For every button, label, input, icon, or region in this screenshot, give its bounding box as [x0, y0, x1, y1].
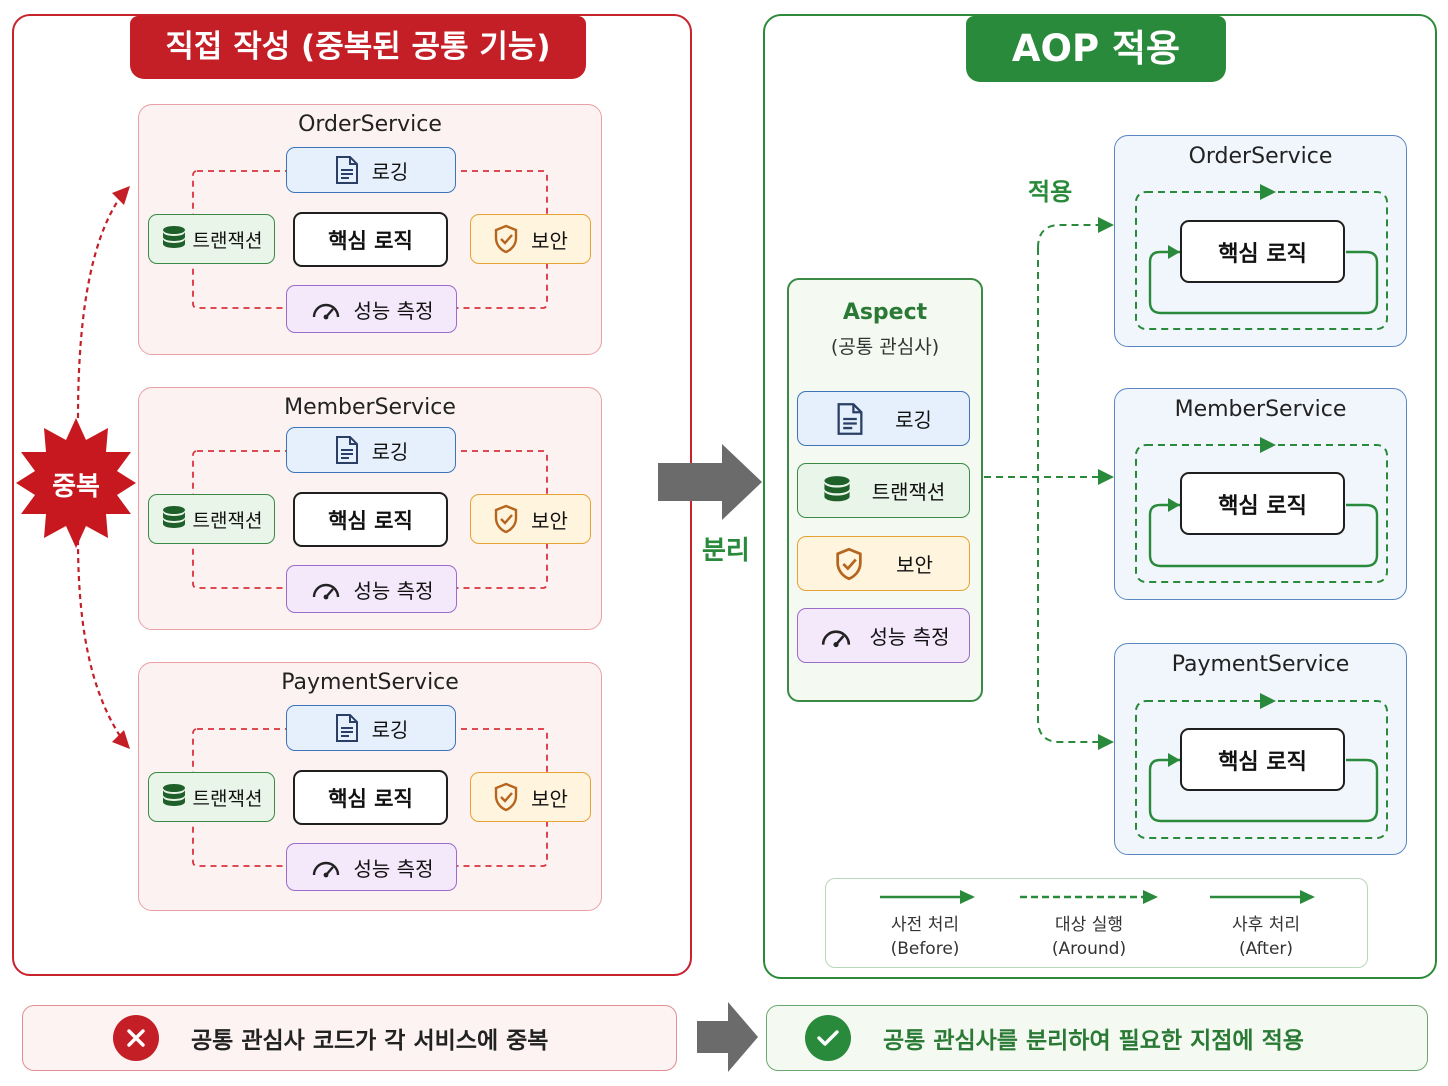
chip-logging: 로깅	[286, 427, 456, 473]
bottom-problem-text: 공통 관심사 코드가 각 서비스에 중복	[191, 1028, 549, 1054]
error-x-icon	[113, 1015, 159, 1061]
chip-security: 보안	[470, 494, 591, 544]
legend-around: 대상 실행 (Around)	[1051, 915, 1127, 959]
chip-core-logic: 핵심 로직	[293, 492, 448, 547]
document-icon	[837, 402, 863, 435]
document-icon	[335, 714, 358, 742]
database-icon	[162, 506, 185, 528]
chip-transaction: 트랜잭션	[148, 214, 275, 264]
aspect-subtitle: (공통 관심사)	[830, 336, 940, 358]
service-title: PaymentService	[281, 670, 459, 695]
chip-security: 보안	[470, 214, 591, 264]
service-title: MemberService	[1174, 397, 1347, 422]
aspect-chip-performance: 성능 측정	[797, 608, 970, 663]
target-core-logic: 핵심 로직	[1180, 472, 1345, 535]
chip-performance: 성능 측정	[286, 565, 457, 613]
chip-performance: 성능 측정	[286, 843, 457, 891]
separate-label: 분리	[702, 536, 750, 566]
left-banner: 직접 작성 (중복된 공통 기능)	[130, 16, 586, 79]
apply-label: 적용	[1028, 178, 1073, 206]
chip-logging: 로깅	[286, 705, 456, 751]
service-title: OrderService	[298, 112, 442, 137]
gauge-icon	[312, 583, 339, 600]
gauge-icon	[821, 629, 850, 647]
aspect-chip-logging: 로깅	[797, 391, 970, 446]
chip-transaction: 트랜잭션	[148, 494, 275, 544]
chip-security: 보안	[470, 772, 591, 822]
service-title: MemberService	[284, 395, 456, 420]
gauge-icon	[312, 303, 339, 320]
shield-icon	[494, 782, 518, 812]
chip-logging: 로깅	[286, 147, 456, 193]
chip-core-logic: 핵심 로직	[293, 770, 448, 825]
duplicate-badge-label: 중복	[52, 472, 100, 502]
service-title: OrderService	[1188, 144, 1333, 169]
bottom-solution-box: 공통 관심사를 분리하여 필요한 지점에 적용	[766, 1005, 1428, 1071]
chip-performance: 성능 측정	[286, 285, 457, 333]
database-icon	[162, 226, 185, 248]
legend-before: 사전 처리 (Before)	[890, 915, 960, 959]
chip-transaction: 트랜잭션	[148, 772, 275, 822]
aspect-chip-transaction: 트랜잭션	[797, 463, 970, 518]
bottom-problem-box: 공통 관심사 코드가 각 서비스에 중복	[22, 1005, 677, 1071]
chip-core-logic: 핵심 로직	[293, 212, 448, 267]
document-icon	[335, 156, 358, 184]
legend: 사전 처리 (Before) 대상 실행 (Around) 사후 처리 (Aft…	[825, 878, 1368, 968]
service-title: PaymentService	[1171, 652, 1350, 677]
target-core-logic: 핵심 로직	[1180, 220, 1345, 283]
check-circle-icon	[805, 1015, 851, 1061]
document-icon	[335, 436, 358, 464]
gauge-icon	[312, 861, 339, 878]
shield-icon	[494, 224, 518, 254]
aspect-title: Aspect	[842, 300, 928, 325]
legend-after: 사후 처리 (After)	[1232, 915, 1300, 959]
database-icon	[162, 784, 185, 806]
target-core-logic: 핵심 로직	[1180, 728, 1345, 791]
database-icon	[824, 475, 850, 501]
bottom-solution-text: 공통 관심사를 분리하여 필요한 지점에 적용	[883, 1028, 1304, 1054]
shield-icon	[836, 547, 862, 580]
right-banner: AOP 적용	[966, 16, 1226, 82]
aspect-chip-security: 보안	[797, 536, 970, 591]
shield-icon	[494, 504, 518, 534]
